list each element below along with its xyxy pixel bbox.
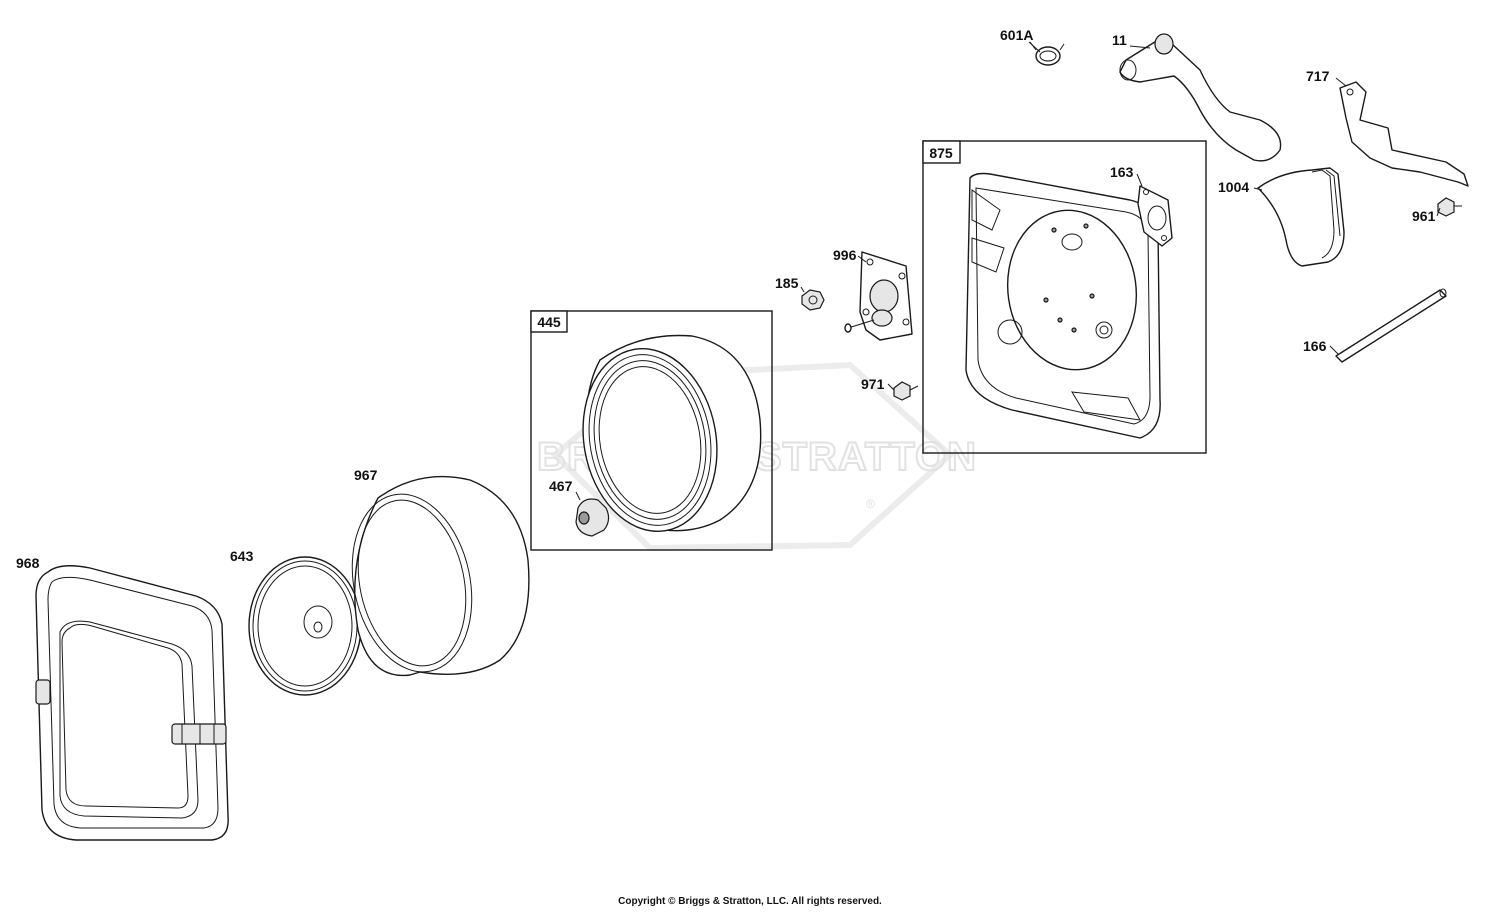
pre-cleaner-part: [351, 475, 530, 677]
callout-961: 961: [1412, 208, 1436, 224]
callout-643: 643: [230, 548, 254, 564]
screw-961-part: [1437, 197, 1462, 217]
callout-labels: 601A 11 717 163 1004 961 996 185 971 166…: [16, 27, 1436, 571]
copyright-notice: Copyright © Briggs & Stratton, LLC. All …: [618, 896, 882, 907]
callout-717: 717: [1306, 68, 1330, 84]
nut-185-part: [801, 289, 825, 311]
callout-996: 996: [833, 247, 857, 263]
callout-968: 968: [16, 555, 40, 571]
air-cleaner-cover-part: [35, 565, 229, 841]
hose-clamp-part: [1029, 41, 1065, 66]
wing-nut-part: [575, 498, 610, 537]
callout-1004: 1004: [1218, 179, 1249, 195]
callout-971: 971: [861, 376, 885, 392]
bracket-717-part: [1339, 81, 1469, 187]
callout-875: 875: [929, 145, 953, 161]
gasket-163-part: [1137, 185, 1173, 247]
kit-box-875: 875: [922, 140, 1207, 454]
rod-166-part: [1335, 288, 1447, 363]
air-filter-element-part: [582, 334, 762, 533]
callout-967: 967: [354, 467, 378, 483]
kit-box-445: 445: [530, 310, 773, 551]
callout-11: 11: [1112, 32, 1127, 48]
air-filter-plate-part: [248, 556, 362, 696]
callout-163: 163: [1110, 164, 1134, 180]
screw-971-part: [893, 381, 919, 401]
callout-601A: 601A: [1000, 27, 1033, 43]
breather-hose-part: [1119, 33, 1282, 162]
air-cleaner-base-part: [965, 172, 1161, 439]
leader-lines: [575, 41, 1441, 501]
callout-467: 467: [549, 478, 573, 494]
bracket-996-part: [844, 251, 913, 341]
callout-185: 185: [775, 275, 799, 291]
watermark-registered-mark: ®: [866, 497, 875, 511]
callout-166: 166: [1303, 338, 1327, 354]
callout-445: 445: [537, 314, 561, 330]
air-duct-part: [1257, 167, 1345, 267]
